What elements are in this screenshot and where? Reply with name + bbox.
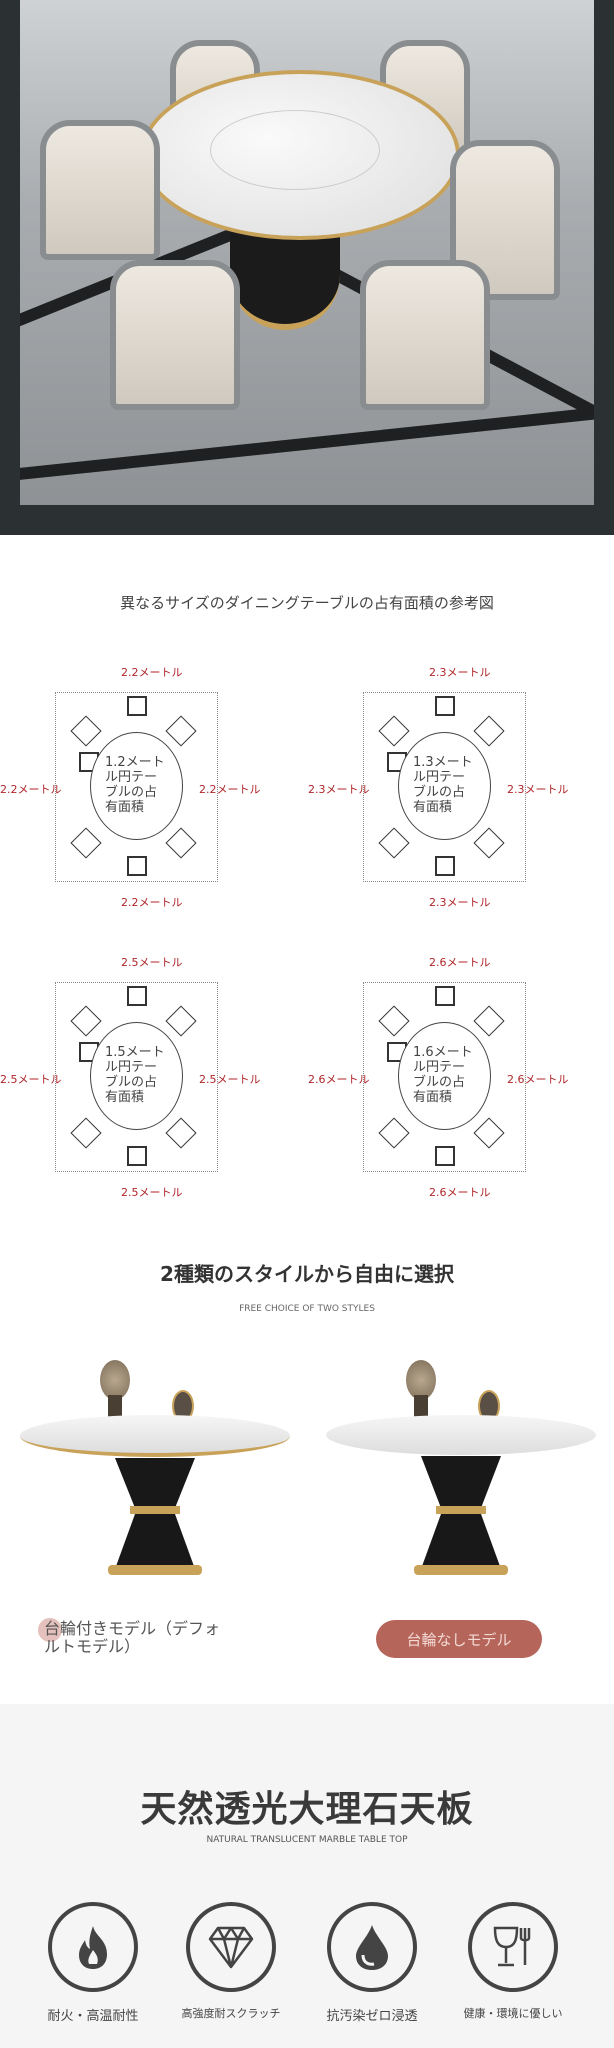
water-drop-icon [327, 1902, 417, 1992]
round-table: 1.3メートル円テーブルの占有面積 [398, 732, 491, 840]
chair-icon [435, 1146, 455, 1166]
floor-area-box [363, 692, 526, 882]
dimension-left: 2.2メートル [0, 783, 62, 796]
sizes-title: 異なるサイズのダイニングテーブルの占有面積の参考図 [120, 594, 494, 612]
dimension-left: 2.6メートル [308, 1073, 370, 1086]
dimension-left: 2.3メートル [308, 783, 370, 796]
dimension-bottom: 2.6メートル [429, 1186, 491, 1199]
round-table: 1.2メートル円テーブルの占有面積 [90, 732, 183, 840]
dimension-bottom: 2.5メートル [121, 1186, 183, 1199]
table-area-label: 1.5メートル円テーブルの占有面積 [105, 1045, 165, 1105]
floor-area-box [55, 982, 218, 1172]
chair-icon [435, 696, 455, 716]
hero-photo [0, 0, 614, 535]
floor-area-box [363, 982, 526, 1172]
dimension-bottom: 2.2メートル [121, 896, 183, 909]
styles-subtitle: FREE CHOICE OF TWO STYLES [239, 1304, 375, 1314]
dimension-right: 2.3メートル [507, 783, 569, 796]
marble-title: 天然透光大理石天板 [140, 1789, 474, 1830]
table-area-label: 1.6メートル円テーブルの占有面積 [413, 1045, 473, 1105]
styles-title: 2種類のスタイルから自由に選択 [160, 1262, 454, 1286]
option-without-base[interactable]: 台輪なしモデル [376, 1620, 542, 1658]
round-table: 1.5メートル円テーブルの占有面積 [90, 1022, 183, 1130]
feature-label: 高強度耐スクラッチ [181, 2007, 281, 2020]
table-area-label: 1.2メートル円テーブルの占有面積 [105, 755, 165, 815]
diamond-icon [186, 1902, 276, 1992]
table-without-base-image [326, 1360, 596, 1590]
dimension-top: 2.5メートル [121, 956, 183, 969]
table-area-label: 1.3メートル円テーブルの占有面積 [413, 755, 473, 815]
dimension-top: 2.3メートル [429, 666, 491, 679]
feature-label: 耐火・高温耐性 [47, 2009, 139, 2024]
feature-label: 健康・環境に優しい [463, 2007, 563, 2020]
chair-icon [127, 1146, 147, 1166]
dimension-right: 2.5メートル [199, 1073, 261, 1086]
round-table: 1.6メートル円テーブルの占有面積 [398, 1022, 491, 1130]
option-with-base[interactable]: 台輪付きモデル（デフォルトモデル） [44, 1619, 221, 1657]
chair-icon [435, 986, 455, 1006]
chair-icon [127, 696, 147, 716]
flame-icon [48, 1902, 138, 1992]
floor-area-box [55, 692, 218, 882]
feature-label: 抗汚染ゼロ浸透 [326, 2009, 418, 2024]
chair-icon [435, 856, 455, 876]
marble-subtitle: NATURAL TRANSLUCENT MARBLE TABLE TOP [206, 1835, 408, 1845]
dimension-left: 2.5メートル [0, 1073, 62, 1086]
chair-icon [127, 986, 147, 1006]
marble-section [0, 1704, 614, 2048]
table-with-base-image [20, 1360, 290, 1590]
dimension-right: 2.6メートル [507, 1073, 569, 1086]
glass-fork-icon [468, 1902, 558, 1992]
dimension-top: 2.2メートル [121, 666, 183, 679]
chair-icon [127, 856, 147, 876]
dimension-top: 2.6メートル [429, 956, 491, 969]
dimension-right: 2.2メートル [199, 783, 261, 796]
dimension-bottom: 2.3メートル [429, 896, 491, 909]
dining-room-scene [20, 0, 594, 505]
